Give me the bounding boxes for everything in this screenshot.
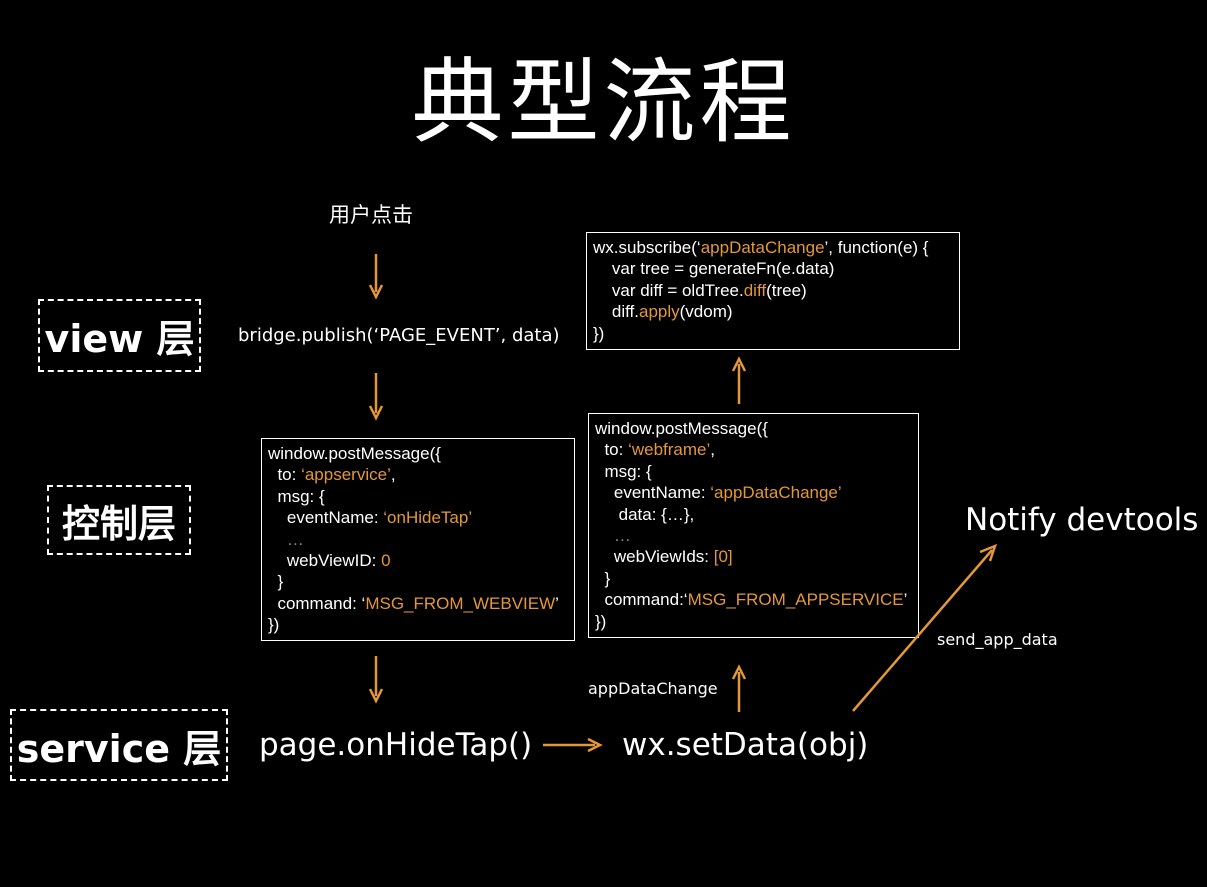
arrow-send-app-data xyxy=(852,549,993,712)
code-token: }) xyxy=(593,323,605,343)
code-token: eventName: xyxy=(595,483,711,503)
code-token: to: xyxy=(595,440,629,460)
code-line: webViewID: 0 xyxy=(268,550,568,571)
code-line: }) xyxy=(593,323,953,344)
code-line: … xyxy=(268,529,568,550)
code-line: var diff = oldTree.diff(tree) xyxy=(593,280,953,301)
code-highlight: ‘webframe’ xyxy=(628,440,711,460)
code-line: webViewIds: [0] xyxy=(595,546,912,567)
page-title: 典型流程 xyxy=(411,49,796,156)
page-on-hide-tap-label: page.onHideTap() xyxy=(259,727,533,763)
code-token: wx.subscribe(‘ xyxy=(593,238,701,257)
code-token: ’ xyxy=(555,593,559,613)
view-layer-label: view 层 xyxy=(44,317,195,361)
code-highlight: ‘appDataChange’ xyxy=(710,483,842,503)
service-layer-label: service 层 xyxy=(16,726,222,771)
code-token: command: ‘ xyxy=(268,593,366,613)
code-token: , xyxy=(710,440,716,460)
arrow-head xyxy=(731,664,747,680)
subscribe-code-box: wx.subscribe(‘appDataChange’, function(e… xyxy=(586,232,960,350)
code-line: } xyxy=(268,571,568,592)
code-token: diff. xyxy=(593,302,639,322)
code-line: command:‘MSG_FROM_APPSERVICE’ xyxy=(595,589,912,610)
code-line: window.postMessage({ xyxy=(595,418,912,439)
code-highlight: appDataChange xyxy=(700,238,825,257)
code-highlight: 0 xyxy=(381,551,391,571)
code-highlight: apply xyxy=(639,302,680,322)
code-highlight: diff xyxy=(743,280,767,300)
view-layer-box: view 层 xyxy=(38,299,201,372)
code-line: msg: { xyxy=(268,486,568,507)
code-token: msg: { xyxy=(268,486,325,506)
code-token: eventName: xyxy=(268,508,384,528)
app-data-change-label: appDataChange xyxy=(588,679,718,698)
code-token: , xyxy=(390,465,396,485)
post-message-webview-box: window.postMessage({ to: ‘appservice’, m… xyxy=(261,438,575,641)
arrow-head xyxy=(368,688,384,704)
code-line: }) xyxy=(268,614,568,635)
user-click-label: 用户点击 xyxy=(329,203,413,227)
code-token: … xyxy=(268,529,304,549)
code-token: }) xyxy=(595,611,607,631)
code-line: command: ‘MSG_FROM_WEBVIEW’ xyxy=(268,593,568,614)
code-line: wx.subscribe(‘appDataChange’, function(e… xyxy=(593,237,953,258)
arrow-head xyxy=(587,737,603,753)
arrow-head xyxy=(368,284,384,300)
arrow-head xyxy=(368,405,384,421)
code-token: (tree) xyxy=(766,280,807,300)
code-line: … xyxy=(595,525,912,546)
code-token: (vdom) xyxy=(679,302,733,322)
arrow-head xyxy=(731,356,747,372)
code-highlight: [0] xyxy=(713,547,733,567)
code-token: }) xyxy=(268,615,280,635)
code-token: ’ xyxy=(903,590,908,610)
bridge-publish-label: bridge.publish(‘PAGE_EVENT’, data) xyxy=(238,325,560,346)
arrow-head xyxy=(979,543,998,562)
code-line: var tree = generateFn(e.data) xyxy=(593,258,953,279)
code-line: msg: { xyxy=(595,461,912,482)
code-highlight: MSG_FROM_WEBVIEW xyxy=(365,593,556,613)
code-highlight: MSG_FROM_APPSERVICE xyxy=(687,590,904,610)
code-token: } xyxy=(595,568,611,588)
code-token: data: {…}, xyxy=(595,504,695,524)
code-highlight: ‘appservice’ xyxy=(301,465,391,485)
code-line: window.postMessage({ xyxy=(268,443,568,464)
code-token: webViewIds: xyxy=(595,547,714,567)
notify-devtools-label: Notify devtools xyxy=(965,502,1199,538)
code-line: } xyxy=(595,568,912,589)
code-token: command:‘ xyxy=(595,590,688,610)
send-app-data-label: send_app_data xyxy=(937,630,1058,649)
service-layer-box: service 层 xyxy=(10,709,228,781)
code-line: to: ‘appservice’, xyxy=(268,464,568,485)
code-token: } xyxy=(268,572,284,592)
code-token: … xyxy=(595,526,631,546)
code-token: webViewID: xyxy=(268,551,382,571)
code-token: to: xyxy=(268,465,302,485)
code-line: data: {…}, xyxy=(595,504,912,525)
code-line: diff.apply(vdom) xyxy=(593,301,953,322)
code-token: window.postMessage({ xyxy=(268,444,441,463)
control-layer-label: 控制层 xyxy=(61,501,176,546)
wx-set-data-label: wx.setData(obj) xyxy=(622,727,869,763)
code-line: eventName: ‘appDataChange’ xyxy=(595,482,912,503)
code-token: var diff = oldTree. xyxy=(593,280,744,300)
control-layer-box: 控制层 xyxy=(47,485,191,555)
code-token: var tree = generateFn(e.data) xyxy=(593,259,835,279)
post-message-appservice-box: window.postMessage({ to: ‘webframe’, msg… xyxy=(588,413,919,638)
code-line: eventName: ‘onHideTap’ xyxy=(268,507,568,528)
code-token: msg: { xyxy=(595,461,652,481)
code-token: ’, function(e) { xyxy=(824,238,929,257)
code-highlight: ‘onHideTap’ xyxy=(383,508,473,528)
code-line: }) xyxy=(595,611,912,632)
code-token: window.postMessage({ xyxy=(595,419,768,438)
code-line: to: ‘webframe’, xyxy=(595,439,912,460)
